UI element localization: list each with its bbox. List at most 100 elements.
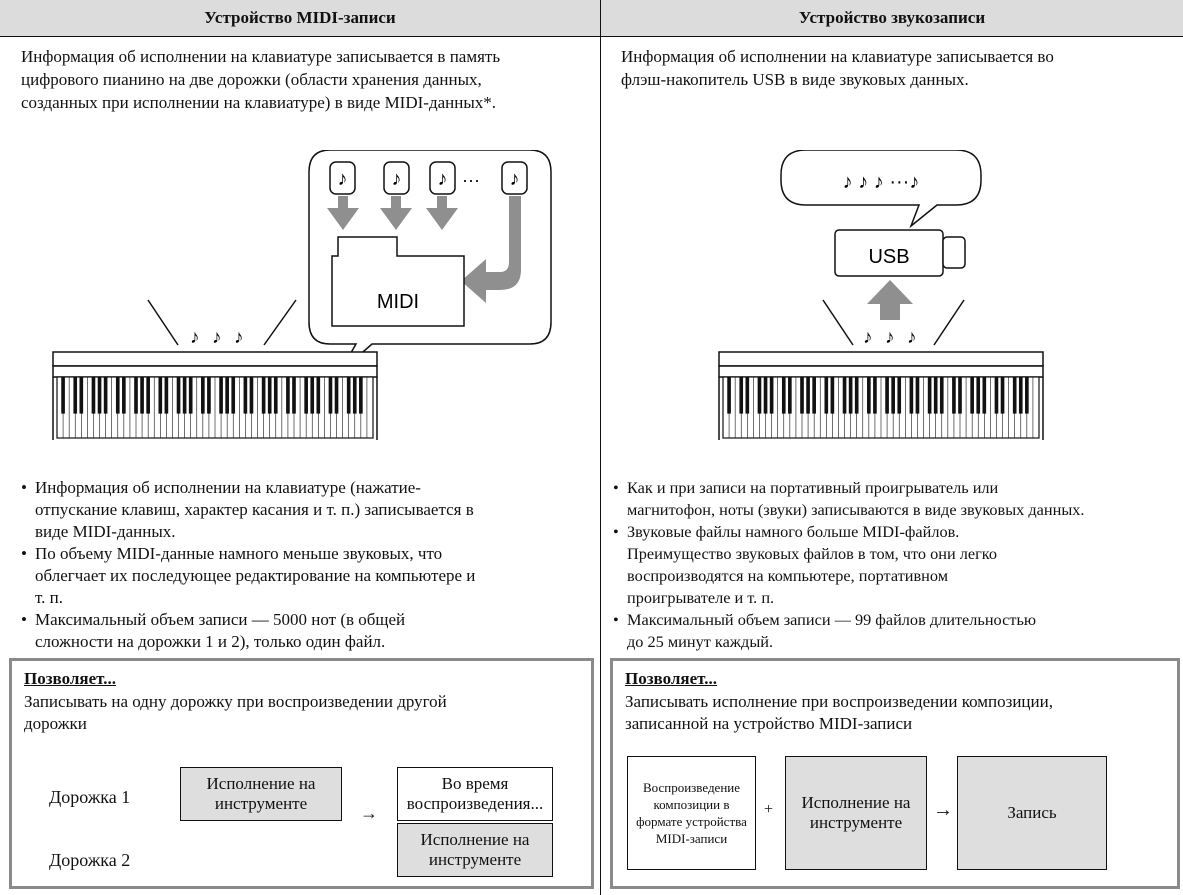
black-key bbox=[909, 377, 914, 414]
column-divider bbox=[600, 0, 601, 895]
black-key bbox=[788, 377, 792, 414]
black-key bbox=[939, 377, 944, 414]
bullet-line: Преимущество звуковых файлов в том, что … bbox=[627, 544, 997, 563]
black-key bbox=[334, 377, 339, 414]
black-key bbox=[763, 377, 768, 414]
black-key bbox=[79, 377, 84, 414]
black-key bbox=[97, 377, 102, 414]
allows-title: Позволяет... bbox=[24, 669, 116, 688]
black-key bbox=[207, 377, 211, 414]
notes-icon: ♪ ♪ ♪ ···♪ bbox=[843, 171, 920, 193]
black-key bbox=[927, 377, 932, 414]
usb-stick-icon: USB bbox=[834, 229, 966, 277]
black-key bbox=[1012, 377, 1017, 414]
box-perform-track2: Исполнение на инструменте bbox=[397, 823, 553, 877]
note-icon: ♪ bbox=[392, 168, 402, 190]
black-key bbox=[867, 377, 871, 414]
black-key bbox=[188, 377, 193, 414]
black-key bbox=[219, 377, 223, 414]
right-allows-box: Позволяет... Записывать исполнение при в… bbox=[610, 658, 1180, 889]
piano-keys bbox=[61, 377, 368, 438]
piano-keyboard-icon bbox=[52, 351, 378, 440]
black-key bbox=[243, 377, 248, 414]
bullet-item: Как и при записи на портативный проигрыв… bbox=[613, 477, 1183, 521]
box-line: Исполнение на bbox=[206, 774, 316, 793]
bullet-line: сложности на дорожки 1 и 2), только один… bbox=[35, 632, 386, 651]
black-key bbox=[91, 377, 96, 414]
black-key bbox=[134, 377, 138, 414]
black-key bbox=[158, 377, 163, 414]
plus-sign: + bbox=[764, 801, 774, 818]
left-intro-line: созданных при исполнении на клавиатуре) … bbox=[21, 93, 497, 112]
right-intro-line: флэш-накопитель USB в виде звуковых данн… bbox=[621, 70, 969, 89]
black-key bbox=[739, 377, 744, 414]
bullet-line: виде MIDI-данных. bbox=[35, 522, 176, 541]
down-arrow-icon bbox=[327, 196, 359, 230]
note-icon: ♪ bbox=[438, 168, 448, 190]
box-line: инструменте bbox=[428, 850, 522, 869]
black-key bbox=[352, 377, 357, 414]
right-bullets: Как и при записи на портативный проигрыв… bbox=[613, 477, 1183, 653]
black-key bbox=[830, 377, 835, 414]
box-line: MIDI-записи bbox=[655, 831, 728, 846]
bullet-line: Информация об исполнении на клавиатуре (… bbox=[35, 478, 421, 497]
black-key bbox=[1000, 377, 1005, 414]
black-key bbox=[915, 377, 920, 414]
black-key bbox=[897, 377, 902, 414]
box-line: воспроизведения... bbox=[406, 794, 544, 813]
right-intro: Информация об исполнении на клавиатуре з… bbox=[621, 45, 1054, 91]
box-record: Запись bbox=[957, 756, 1107, 870]
black-key bbox=[359, 377, 363, 414]
black-key bbox=[970, 377, 974, 414]
black-key bbox=[304, 377, 308, 414]
bullet-line: воспроизводятся на компьютере, портативн… bbox=[627, 566, 949, 585]
black-key bbox=[115, 377, 120, 414]
black-key bbox=[806, 377, 810, 414]
notes-icon: ♪ bbox=[863, 327, 873, 348]
black-key bbox=[781, 377, 786, 414]
bullet-item: Звуковые файлы намного больше MIDI-файло… bbox=[613, 521, 1183, 609]
folder-icon bbox=[331, 236, 465, 327]
curved-arrow-icon bbox=[461, 196, 521, 303]
black-key bbox=[994, 377, 999, 414]
note-box: ♪ bbox=[329, 161, 356, 195]
allows-title: Позволяет... bbox=[625, 669, 717, 688]
box-perform: Исполнение на инструменте bbox=[785, 756, 927, 870]
left-intro: Информация об исполнении на клавиатуре з… bbox=[21, 45, 500, 114]
black-key bbox=[873, 377, 877, 414]
box-line: Исполнение на bbox=[420, 830, 530, 849]
bullet-line: Максимальный объем записи — 99 файлов дл… bbox=[627, 610, 1037, 629]
piano-keys bbox=[727, 377, 1034, 438]
allows-description: Записывать исполнение при воспроизведени… bbox=[625, 691, 1053, 735]
allows-description-line: Записывать на одну дорожку при воспроизв… bbox=[24, 692, 447, 711]
notes-icon: ♪ bbox=[907, 327, 917, 348]
black-key bbox=[310, 377, 315, 414]
box-line: формате устройства bbox=[636, 814, 747, 829]
black-key bbox=[891, 377, 895, 414]
bullet-line: т. п. bbox=[35, 588, 63, 607]
arrow-icon: → bbox=[360, 803, 378, 823]
black-key bbox=[292, 377, 296, 414]
track-2-label: Дорожка 2 bbox=[49, 850, 131, 870]
bullet-line: облегчает их последующее редактирование … bbox=[35, 566, 476, 585]
allows-description-line: Записывать исполнение при воспроизведени… bbox=[625, 692, 1053, 711]
allows-description: Записывать на одну дорожку при воспроизв… bbox=[24, 691, 447, 735]
notes-icon: ♪ bbox=[885, 327, 895, 348]
box-perform-track1: Исполнение на инструменте bbox=[180, 767, 342, 821]
black-key bbox=[885, 377, 889, 414]
black-key bbox=[231, 377, 236, 414]
black-key bbox=[958, 377, 962, 414]
midi-label: MIDI bbox=[377, 291, 419, 313]
black-key bbox=[140, 377, 144, 414]
box-line: Воспроизведение bbox=[642, 780, 741, 795]
bullet-line: По объему MIDI-данные намного меньше зву… bbox=[35, 544, 443, 563]
black-key bbox=[976, 377, 981, 414]
box-line: инструменте bbox=[214, 794, 308, 813]
allows-description-line: записанной на устройство MIDI-записи bbox=[625, 714, 913, 733]
speech-bubble bbox=[780, 150, 982, 229]
black-key bbox=[249, 377, 254, 414]
black-key bbox=[286, 377, 290, 414]
black-key bbox=[103, 377, 108, 414]
black-key bbox=[328, 377, 333, 414]
black-key bbox=[73, 377, 78, 414]
